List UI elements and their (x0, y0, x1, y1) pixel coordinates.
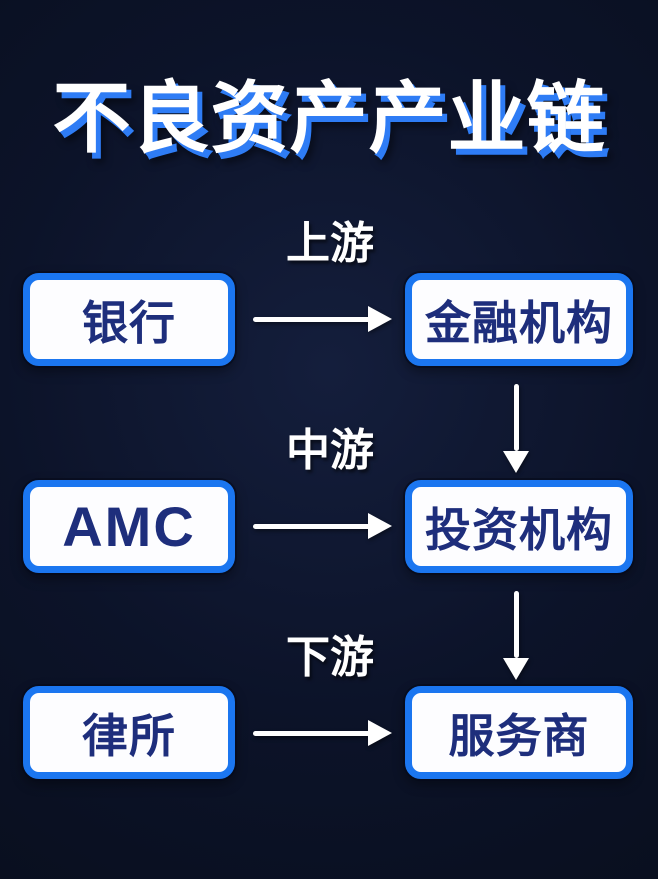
node-financial-institution: 金融机构 (405, 273, 633, 366)
arrow-down-icon (503, 384, 529, 473)
arrow-right-icon (253, 720, 392, 746)
node-amc-label: AMC (62, 495, 196, 558)
node-service-provider-label: 服务商 (448, 709, 590, 762)
arrow-head (368, 720, 392, 746)
arrow-head (368, 306, 392, 332)
node-financial-institution-label: 金融机构 (425, 296, 613, 349)
node-investment-institution: 投资机构 (405, 480, 633, 573)
page-title: 不良资产产业链 (52, 74, 606, 162)
arrow-shaft (253, 316, 371, 322)
node-amc: AMC (23, 480, 235, 573)
arrow-down-icon (503, 591, 529, 680)
node-bank: 银行 (23, 273, 235, 366)
node-service-provider: 服务商 (405, 686, 633, 779)
arrow-right-icon (253, 306, 392, 332)
node-investment-institution-label: 投资机构 (425, 503, 613, 556)
arrow-shaft (513, 384, 519, 451)
node-law-firm: 律所 (23, 686, 235, 779)
node-law-firm-label: 律所 (82, 709, 176, 762)
node-bank-label: 银行 (82, 296, 176, 349)
arrow-head (368, 513, 392, 539)
stage-label-downstream: 下游 (286, 633, 374, 682)
arrow-shaft (513, 591, 519, 658)
arrow-head (503, 658, 529, 680)
arrow-head (503, 451, 529, 473)
stage-label-midstream: 中游 (286, 426, 374, 475)
arrow-shaft (253, 523, 371, 529)
stage-label-upstream: 上游 (286, 219, 374, 268)
arrow-shaft (253, 730, 371, 736)
arrow-right-icon (253, 513, 392, 539)
